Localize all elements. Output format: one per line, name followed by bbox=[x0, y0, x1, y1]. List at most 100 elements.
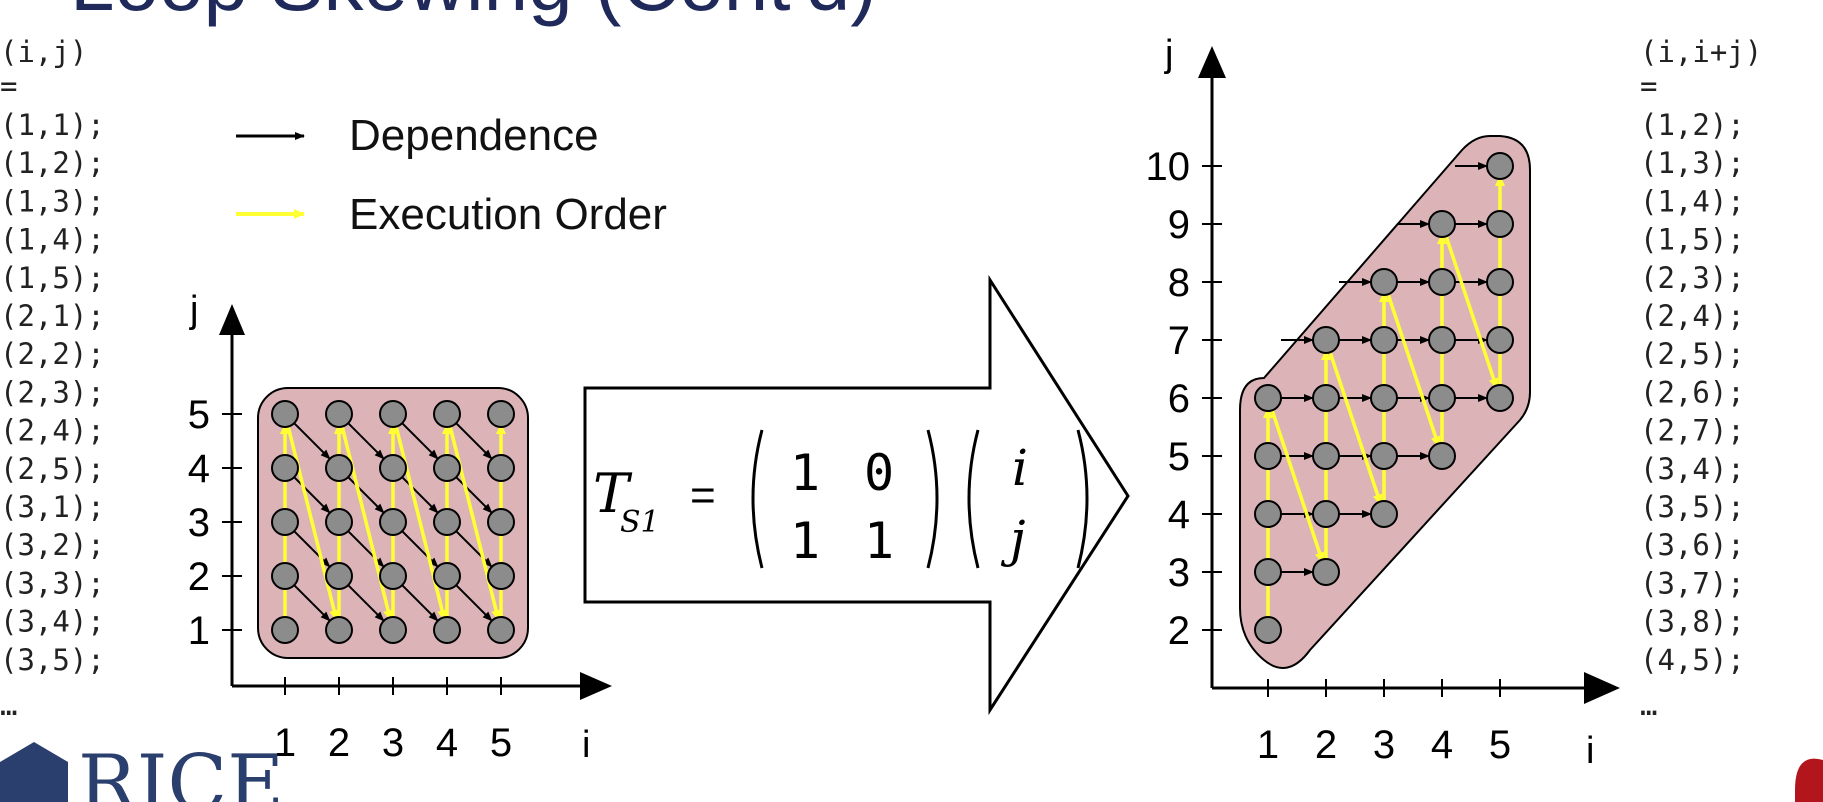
iteration-node bbox=[487, 400, 515, 428]
transform-equals: = bbox=[690, 471, 716, 520]
iteration-node bbox=[271, 616, 299, 644]
left-x-axis-arrowhead bbox=[580, 672, 612, 700]
execution-arrow bbox=[339, 423, 394, 622]
iteration-node bbox=[325, 508, 353, 536]
vector-left-paren bbox=[967, 429, 980, 569]
iteration-node bbox=[325, 562, 353, 590]
left-list-item: (3,3); bbox=[0, 566, 105, 600]
right-x-tick-label: 2 bbox=[1315, 723, 1337, 767]
iteration-node bbox=[487, 562, 515, 590]
dependence-arrow bbox=[347, 584, 385, 622]
left-y-tick-label: 1 bbox=[188, 609, 210, 653]
execution-arrow bbox=[285, 423, 340, 622]
right-x-tick-label: 1 bbox=[1257, 723, 1279, 767]
left-y-tick-label: 5 bbox=[188, 393, 210, 437]
right-list-item: (4,5); bbox=[1640, 643, 1745, 677]
right-list-item: (2,3); bbox=[1640, 261, 1745, 295]
dependence-arrow bbox=[455, 584, 493, 622]
dependence-arrow bbox=[347, 476, 385, 514]
iteration-node bbox=[433, 562, 461, 590]
iteration-node bbox=[271, 400, 299, 428]
right-y-axis-arrowhead bbox=[1198, 46, 1226, 78]
right-y-tick-label: 9 bbox=[1168, 203, 1190, 247]
right-x-axis-arrowhead bbox=[1584, 672, 1620, 704]
dependence-arrow bbox=[401, 530, 439, 568]
iteration-node bbox=[1370, 268, 1398, 296]
left-x-tick-label: 1 bbox=[274, 721, 296, 765]
iteration-node bbox=[1254, 616, 1282, 644]
right-list-ellipsis: … bbox=[1640, 688, 1657, 722]
transformation-arrow: T S1 = 1 0 1 1 i j bbox=[583, 274, 1130, 716]
iteration-node bbox=[433, 454, 461, 482]
left-list-header: (i,j) bbox=[0, 35, 87, 69]
right-list-item: (2,7); bbox=[1640, 414, 1745, 448]
right-list-item: (3,4); bbox=[1640, 452, 1745, 486]
rice-logo: RICE bbox=[0, 739, 284, 802]
iteration-node bbox=[487, 454, 515, 482]
iteration-node bbox=[1428, 384, 1456, 412]
matrix-left-paren bbox=[751, 429, 764, 569]
right-x-axis-label: i bbox=[1586, 730, 1594, 772]
matrix-r1c1: 1 bbox=[790, 444, 820, 502]
big-arrow-shape bbox=[583, 274, 1130, 716]
transform-symbol: T bbox=[593, 462, 633, 525]
iteration-node bbox=[379, 562, 407, 590]
left-list-equals: = bbox=[0, 69, 17, 103]
left-list-item: (2,4); bbox=[0, 414, 105, 448]
iteration-node bbox=[1254, 442, 1282, 470]
dependence-arrow bbox=[293, 476, 331, 514]
vector-right-paren bbox=[1076, 429, 1089, 569]
iteration-node bbox=[325, 400, 353, 428]
slide-title: Loop Skewing (Cont'd) bbox=[70, 0, 877, 27]
right-list-item: (1,2); bbox=[1640, 108, 1745, 142]
matrix-right-paren bbox=[926, 429, 939, 569]
iteration-node bbox=[1312, 558, 1340, 586]
dependence-arrow bbox=[293, 584, 331, 622]
right-x-tick-label: 3 bbox=[1373, 723, 1395, 767]
execution-arrow bbox=[1385, 290, 1441, 448]
left-list-item: (1,3); bbox=[0, 184, 105, 218]
matrix-r1c2: 0 bbox=[864, 444, 894, 502]
dependence-arrow bbox=[347, 422, 385, 460]
left-list-item: (2,3); bbox=[0, 375, 105, 409]
iteration-node bbox=[1428, 210, 1456, 238]
iteration-node bbox=[1486, 384, 1514, 412]
iteration-node bbox=[1428, 268, 1456, 296]
right-y-tick-label: 3 bbox=[1168, 551, 1190, 595]
dependence-arrow bbox=[401, 422, 439, 460]
dependence-arrow bbox=[293, 530, 331, 568]
right-y-tick-label: 7 bbox=[1168, 319, 1190, 363]
right-x-tick-label: 4 bbox=[1431, 723, 1453, 767]
execution-arrow bbox=[1327, 348, 1383, 506]
legend-execution-label: Execution Order bbox=[349, 190, 667, 239]
iteration-node bbox=[379, 400, 407, 428]
matrix-r2c1: 1 bbox=[790, 512, 820, 570]
left-y-axis-arrowhead bbox=[219, 304, 245, 335]
right-iteration-list: (i,i+j) = (1,2);(1,3);(1,4);(1,5);(2,3);… bbox=[1640, 35, 1762, 722]
right-y-tick-label: 5 bbox=[1168, 435, 1190, 479]
iteration-node bbox=[325, 454, 353, 482]
right-y-tick-label: 6 bbox=[1168, 377, 1190, 421]
left-iteration-list: (i,j) = (1,1);(1,2);(1,3);(1,4);(1,5);(2… bbox=[0, 35, 105, 722]
iteration-node bbox=[1312, 326, 1340, 354]
execution-arrow bbox=[1443, 232, 1499, 390]
left-x-tick-label: 2 bbox=[328, 721, 350, 765]
right-list-item: (3,8); bbox=[1640, 605, 1745, 639]
right-list-item: (3,5); bbox=[1640, 490, 1745, 524]
iteration-node bbox=[1370, 384, 1398, 412]
left-list-item: (2,1); bbox=[0, 299, 105, 333]
right-list-item: (1,3); bbox=[1640, 146, 1745, 180]
iteration-node bbox=[1370, 442, 1398, 470]
left-list-ellipsis: … bbox=[0, 688, 17, 722]
vector-i: i bbox=[1012, 439, 1028, 497]
dependence-arrow bbox=[455, 476, 493, 514]
matrix-r2c2: 1 bbox=[864, 512, 894, 570]
left-list-item: (3,1); bbox=[0, 490, 105, 524]
left-list-item: (1,5); bbox=[0, 261, 105, 295]
iteration-node bbox=[433, 400, 461, 428]
legend: Dependence Execution Order bbox=[236, 111, 667, 239]
iteration-node bbox=[487, 508, 515, 536]
right-list-item: (2,4); bbox=[1640, 299, 1745, 333]
right-y-tick-label: 2 bbox=[1168, 609, 1190, 653]
